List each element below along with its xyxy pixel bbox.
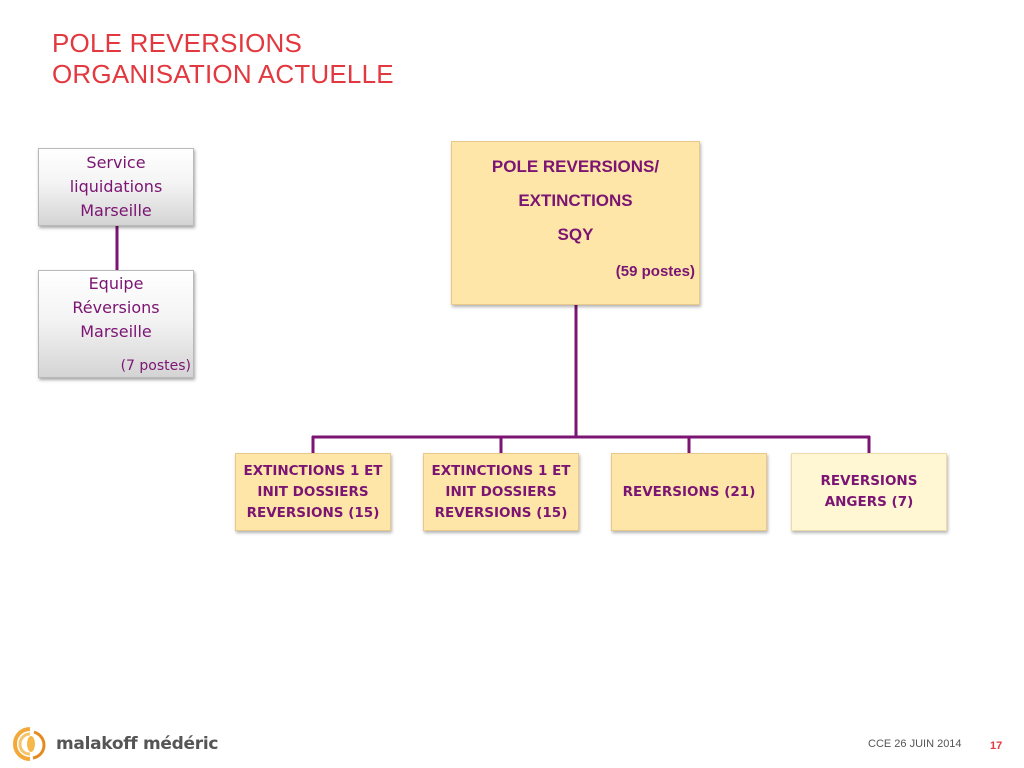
equipe-reversions-box: Equipe Réversions Marseille (7 postes) [38,270,194,378]
page-number: 17 [990,740,1003,752]
company-logo: malakoff médéric [12,726,218,762]
pole-reversions-main-box: POLE REVERSIONS/ EXTINCTIONS SQY (59 pos… [451,141,700,305]
main-line-2: EXTINCTIONS [518,191,633,210]
sub-unit-2-line-2: INIT DOSSIERS [445,483,557,500]
main-staff-count: (59 postes) [615,263,695,280]
main-line-1: POLE REVERSIONS/ [491,157,660,176]
title-line-2: ORGANISATION ACTUELLE [52,59,394,89]
equipe-staff-count: (7 postes) [120,358,191,374]
equipe-line-1: Equipe [88,274,144,293]
slide-title: POLE REVERSIONS ORGANISATION ACTUELLE [52,28,394,90]
service-line-2: liquidations [69,177,163,196]
equipe-line-2: Réversions [72,298,160,317]
title-line-1: POLE REVERSIONS [52,28,303,58]
sub-unit-1-line-1: EXTINCTIONS 1 ET [243,462,383,479]
sub-unit-3-line-1: REVERSIONS (21) [622,483,756,500]
footer-date: CCE 26 JUIN 2014 [868,738,962,750]
main-line-3: SQY [557,225,594,244]
service-liquidations-box: Service liquidations Marseille [38,148,194,226]
sub-unit-2-line-1: EXTINCTIONS 1 ET [431,462,571,479]
equipe-line-3: Marseille [80,322,152,341]
sub-unit-4-line-1: REVERSIONS [820,473,918,489]
service-line-3: Marseille [80,201,152,220]
sub-unit-1-line-2: INIT DOSSIERS [257,483,369,500]
sub-unit-1-line-3: REVERSIONS (15) [246,504,380,521]
logo-text: malakoff médéric [56,734,219,754]
sub-unit-4-line-2: ANGERS (7) [824,494,914,510]
sub-unit-2-line-3: REVERSIONS (15) [434,504,568,521]
malakoff-mederic-logo-icon [12,727,46,761]
sub-unit-reversions: REVERSIONS (21) [611,453,767,531]
service-line-1: Service [86,153,146,172]
sub-unit-extinctions-1: EXTINCTIONS 1 ET INIT DOSSIERS REVERSION… [235,453,391,531]
sub-unit-reversions-angers: REVERSIONS ANGERS (7) [791,453,947,531]
sub-unit-extinctions-2: EXTINCTIONS 1 ET INIT DOSSIERS REVERSION… [423,453,579,531]
